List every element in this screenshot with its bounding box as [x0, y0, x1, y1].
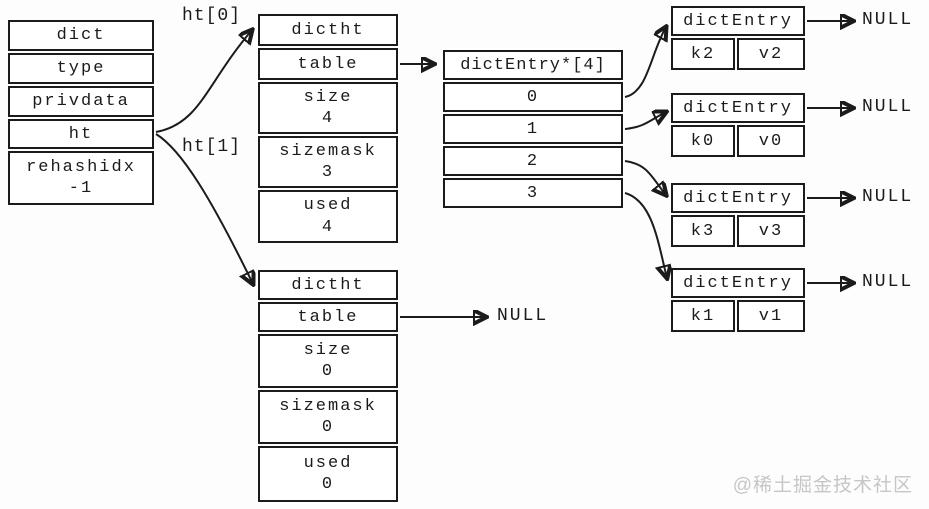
size-label: size [303, 340, 353, 360]
dictht1-row-size: size 0 [258, 334, 398, 388]
dictht0-row-sizemask: sizemask 3 [258, 136, 398, 188]
dictht1-row-sizemask: sizemask 0 [258, 390, 398, 444]
sizemask-label: sizemask [279, 141, 377, 161]
arrow-slot3-to-entry-k1 [624, 192, 667, 278]
entry-k1-title-cell: dictEntry [671, 268, 805, 298]
entry-k0-value-cell: v0 [737, 125, 805, 157]
entry-k1-key-cell: k1 [671, 300, 735, 332]
dict-row-rehashidx: rehashidx -1 [8, 151, 154, 205]
entry-k0-key-cell: k0 [671, 125, 735, 157]
arrow-slot0-to-entry-k2 [624, 27, 666, 98]
entry-box-k2: dictEntry k2 v2 [671, 6, 805, 70]
bucket-array-box: dictEntry*[4] 0 1 2 3 [443, 50, 623, 208]
dict-title-cell: dict [8, 20, 154, 51]
bucket-array-title-cell: dictEntry*[4] [443, 50, 623, 80]
dictht1-table-null-label: NULL [497, 306, 549, 326]
sizemask-value: 0 [321, 418, 335, 437]
dictht0-row-used: used 4 [258, 190, 398, 243]
ht0-pointer-label: ht[0] [182, 6, 242, 26]
entry-k2-value-cell: v2 [737, 38, 805, 70]
size-value: 0 [321, 362, 335, 381]
size-label: size [303, 87, 353, 107]
arrow-slot1-to-entry-k0 [624, 112, 666, 130]
dictht1-box: dictht table size 0 sizemask 0 used 0 [258, 270, 398, 502]
dict-box: dict type privdata ht rehashidx -1 [8, 20, 154, 205]
dictht0-title-cell: dictht [258, 14, 398, 46]
watermark: @稀土掘金技术社区 [732, 475, 913, 496]
used-label: used [303, 453, 353, 473]
entry-k1-null-label: NULL [862, 272, 914, 292]
rehashidx-label: rehashidx [26, 157, 136, 177]
sizemask-value: 3 [321, 163, 335, 182]
used-value: 4 [321, 217, 335, 237]
bucket-slot-1: 1 [443, 114, 623, 144]
entry-box-k3: dictEntry k3 v3 [671, 183, 805, 247]
entry-k1-value-cell: v1 [737, 300, 805, 332]
entry-k3-title-cell: dictEntry [671, 183, 805, 213]
arrow-slot2-to-entry-k3 [624, 160, 666, 195]
size-value: 4 [321, 109, 335, 128]
dictht0-row-size: size 4 [258, 82, 398, 134]
entry-box-k1: dictEntry k1 v1 [671, 268, 805, 332]
sizemask-label: sizemask [279, 396, 377, 416]
entry-k0-null-label: NULL [862, 97, 914, 117]
dictht1-row-table: table [258, 302, 398, 332]
bucket-slot-0: 0 [443, 82, 623, 112]
entry-k2-title-cell: dictEntry [671, 6, 805, 36]
entry-box-k0: dictEntry k0 v0 [671, 93, 805, 157]
dictht0-box: dictht table size 4 sizemask 3 used 4 [258, 14, 398, 243]
entry-k2-null-label: NULL [862, 10, 914, 30]
bucket-slot-2: 2 [443, 146, 623, 176]
dictht1-title-cell: dictht [258, 270, 398, 300]
dict-row-privdata: privdata [8, 86, 154, 117]
used-label: used [303, 196, 353, 216]
dictht1-row-used: used 0 [258, 446, 398, 502]
entry-k2-key-cell: k2 [671, 38, 735, 70]
arrow-ht0 [155, 30, 252, 133]
entry-k3-value-cell: v3 [737, 215, 805, 247]
rehashidx-value: -1 [68, 179, 94, 198]
ht1-pointer-label: ht[1] [182, 137, 242, 157]
dict-row-type: type [8, 53, 154, 84]
bucket-slot-3: 3 [443, 178, 623, 208]
dict-row-ht: ht [8, 119, 154, 149]
entry-k3-null-label: NULL [862, 187, 914, 207]
dictht0-row-table: table [258, 48, 398, 80]
entry-k3-key-cell: k3 [671, 215, 735, 247]
entry-k0-title-cell: dictEntry [671, 93, 805, 123]
used-value: 0 [321, 475, 335, 494]
